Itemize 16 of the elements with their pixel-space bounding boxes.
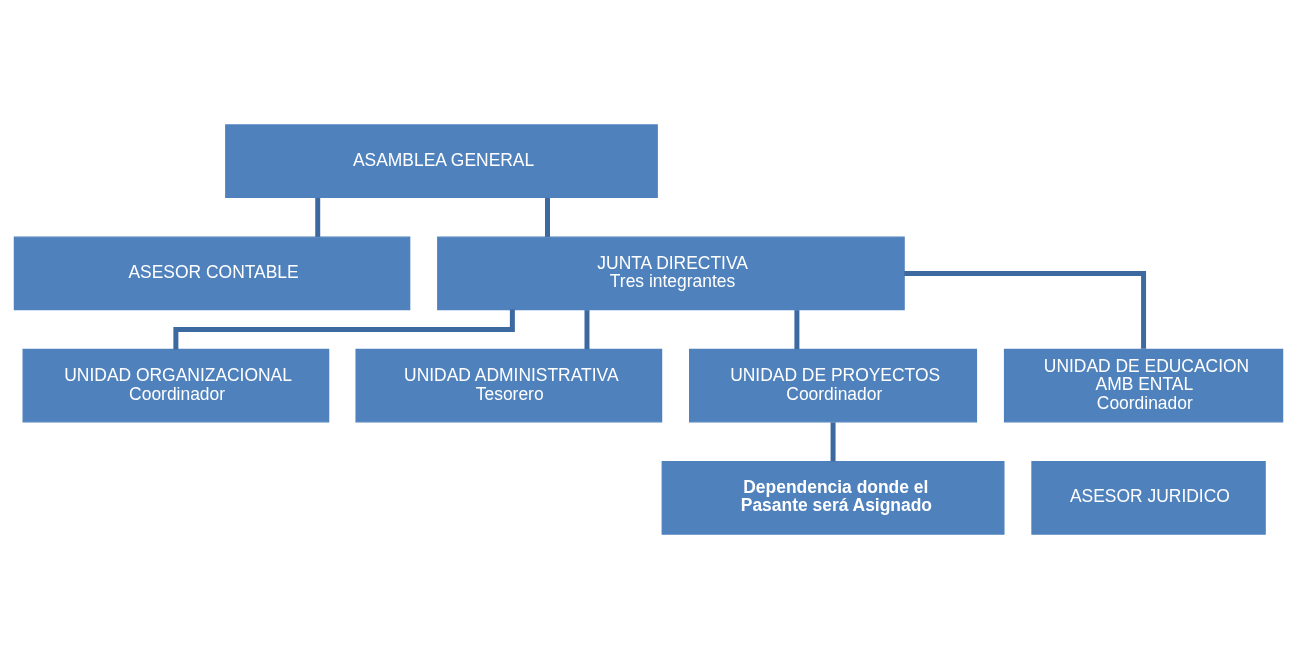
- node-box: UNIDAD ORGANIZACIONAL Coordinador: [22, 348, 330, 422]
- node-box: ASESOR JURIDICO: [1031, 460, 1266, 535]
- node-box: Dependencia donde el Pasante será Asignado: [661, 460, 1005, 535]
- node-box: JUNTA DIRECTIVA Tres integrantes: [437, 236, 905, 310]
- connector: [584, 309, 590, 349]
- node-box: ASESOR CONTABLE: [13, 236, 411, 310]
- node-box: UNIDAD ADMINISTRATIVA Tesorero: [355, 348, 663, 422]
- connector: [173, 309, 515, 349]
- connector: [315, 197, 321, 237]
- node-box: UNIDAD DE EDUCACION AMB ENTAL Coordinador: [1003, 348, 1284, 422]
- node-box: UNIDAD DE PROYECTOS Coordinador: [689, 348, 978, 422]
- node-box: ASAMBLEA GENERAL: [225, 123, 658, 198]
- connector: [904, 270, 1147, 349]
- connector: [830, 421, 836, 461]
- connector: [545, 197, 550, 237]
- connector: [794, 309, 800, 349]
